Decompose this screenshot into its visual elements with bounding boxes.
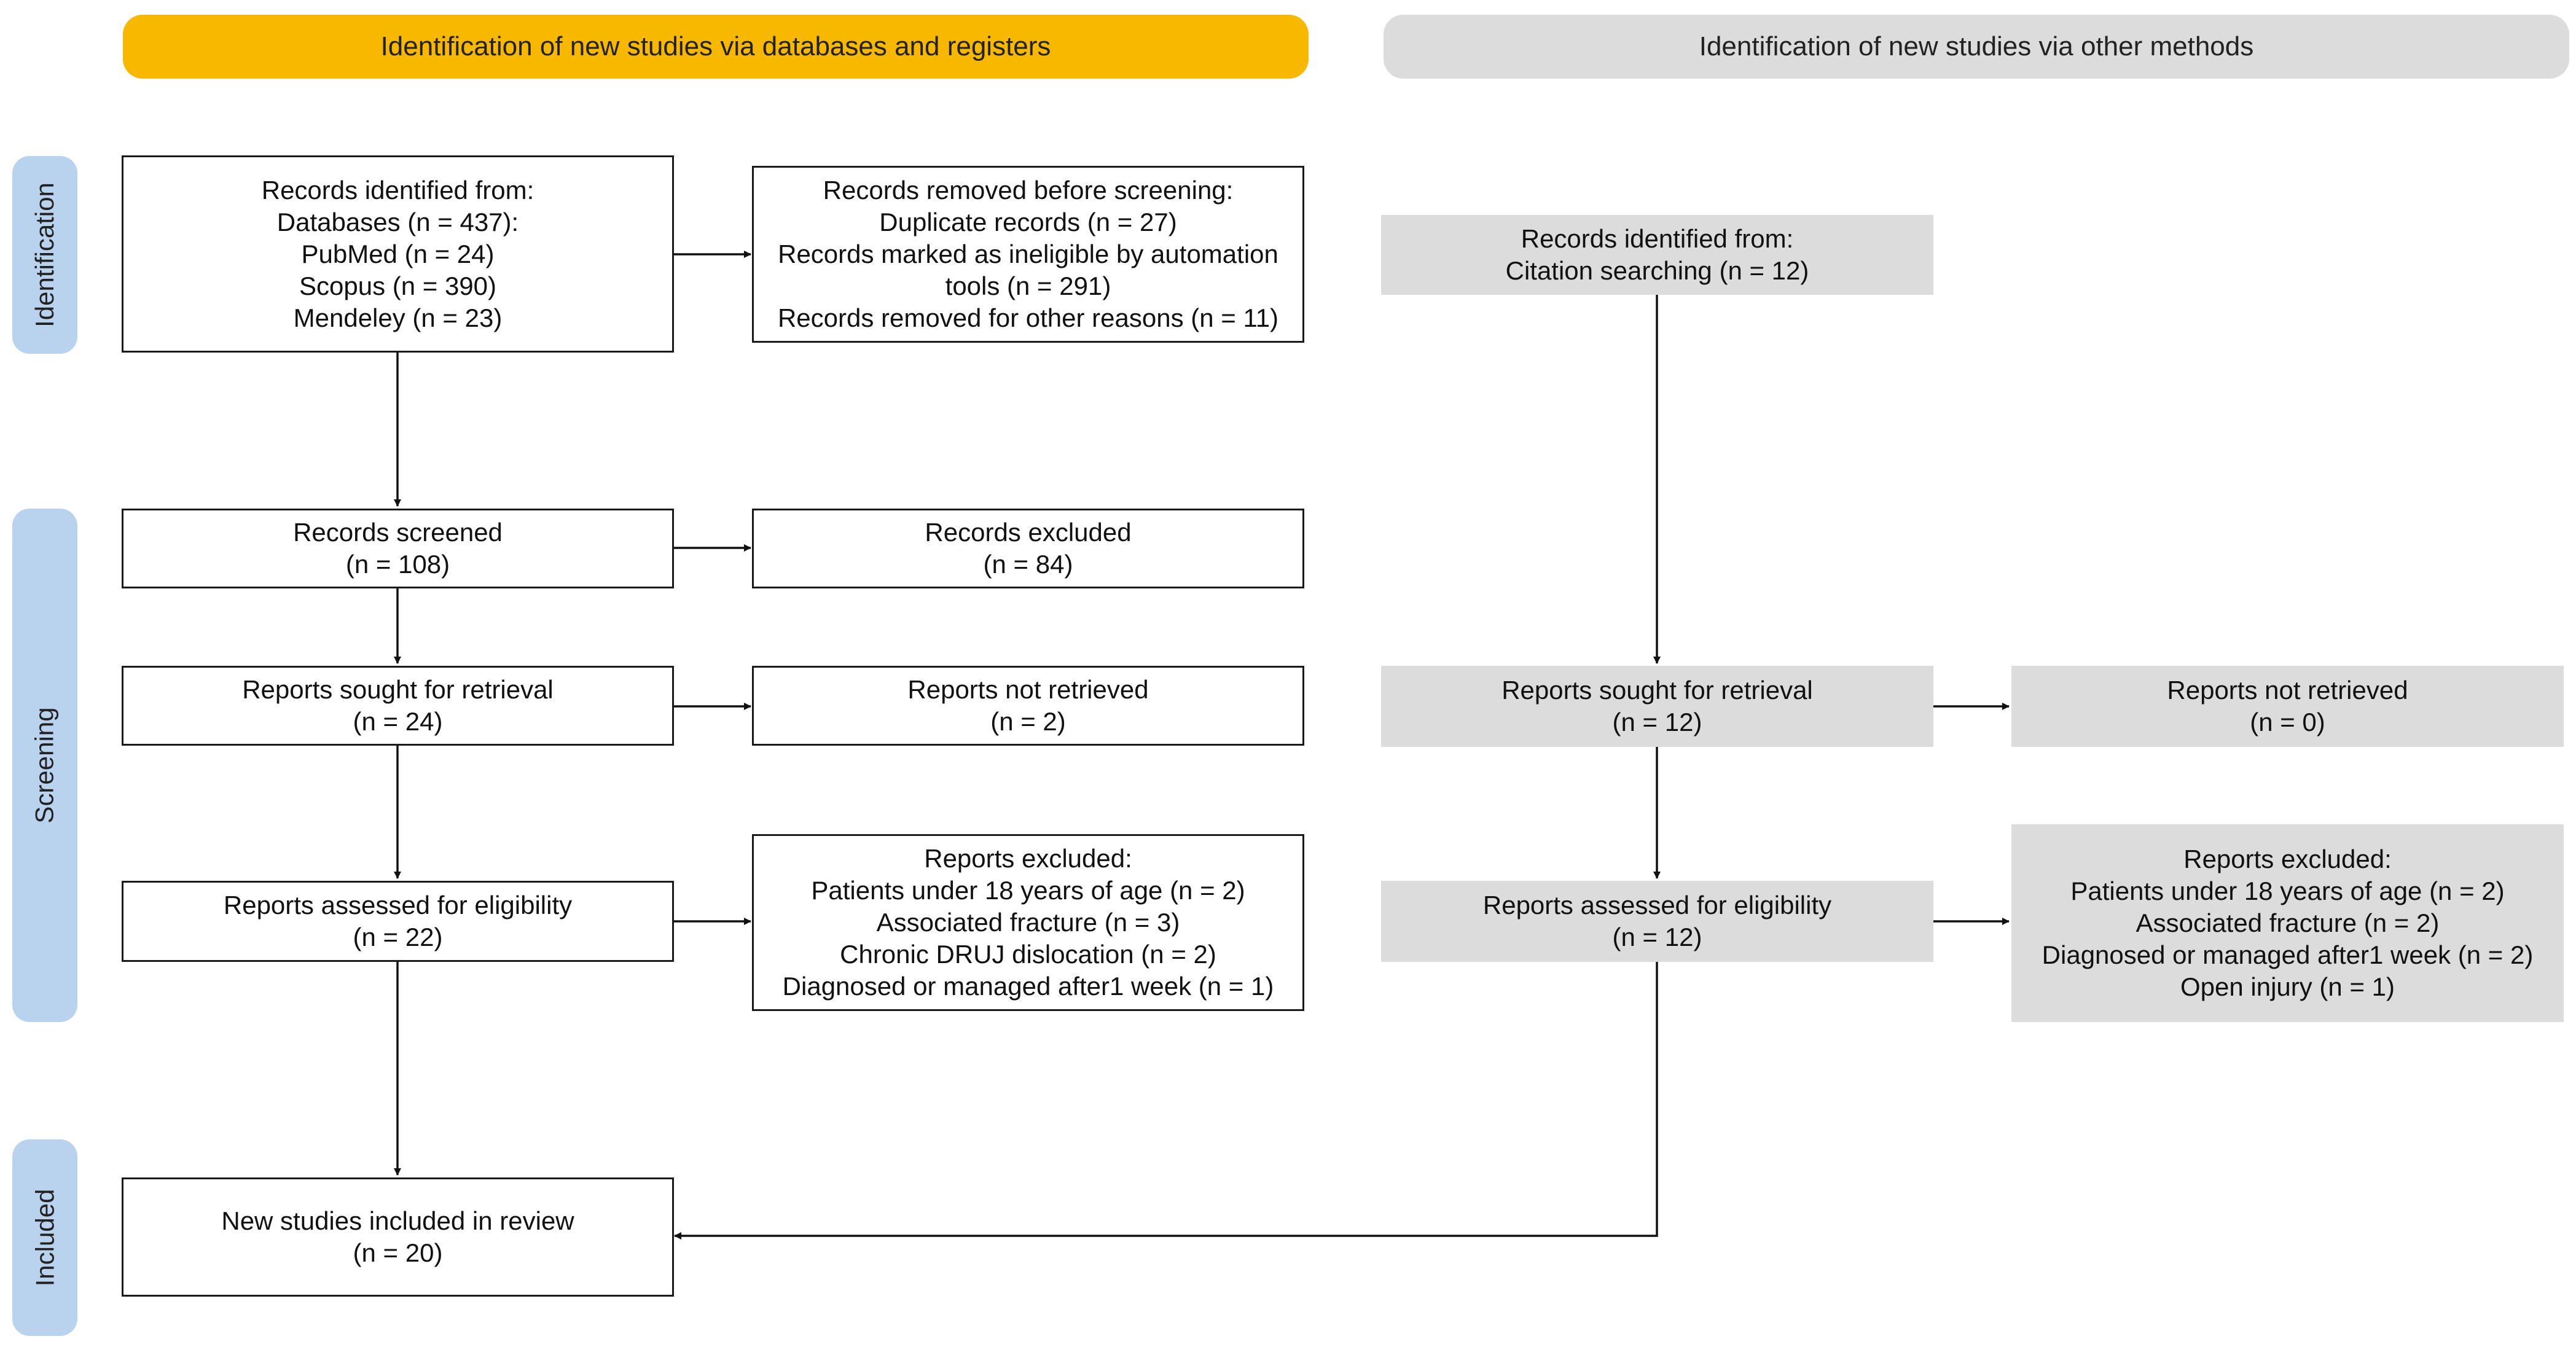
reports-sought-count: (n = 24) xyxy=(353,707,443,736)
studies-included-label: New studies included in review xyxy=(221,1206,574,1235)
banner-databases: Identification of new studies via databa… xyxy=(123,15,1309,79)
records-identified-line: Databases (n = 437): xyxy=(276,207,519,236)
records-removed-line: Duplicate records (n = 27) xyxy=(879,208,1177,236)
reports-excluded-line: Reports excluded: xyxy=(924,844,1132,873)
reports-assessed-count: (n = 22) xyxy=(353,923,443,951)
reports-sought-label: Reports sought for retrieval xyxy=(242,675,554,704)
phase-included: Included xyxy=(12,1139,77,1336)
reports-excluded-line: Diagnosed or managed after1 week (n = 1) xyxy=(782,972,1274,1001)
right-records-identified-label: Records identified from: xyxy=(1521,224,1794,253)
reports-sought-box: Reports sought for retrieval (n = 24) xyxy=(122,666,674,746)
reports-not-retrieved-count: (n = 2) xyxy=(990,707,1066,736)
right-reports-excluded-line: Patients under 18 years of age (n = 2) xyxy=(2070,877,2505,905)
right-reports-sought-box: Reports sought for retrieval (n = 12) xyxy=(1381,666,1933,747)
studies-included-count: (n = 20) xyxy=(353,1238,443,1267)
records-removed-line: Records removed for other reasons (n = 1… xyxy=(777,303,1279,332)
phase-identification-label: Identification xyxy=(30,182,60,327)
records-identified-box: Records identified from: Databases (n = … xyxy=(122,155,674,353)
right-records-identified-box: Records identified from: Citation search… xyxy=(1381,215,1933,295)
records-removed-line: Records marked as ineligible by automati… xyxy=(778,240,1278,268)
records-excluded-label: Records excluded xyxy=(925,518,1132,547)
banner-other-methods-label: Identification of new studies via other … xyxy=(1699,31,2254,61)
right-reports-assessed-label: Reports assessed for eligibility xyxy=(1482,891,1832,919)
right-records-identified-count: Citation searching (n = 12) xyxy=(1505,256,1809,285)
right-reports-excluded-line: Reports excluded: xyxy=(2183,845,2392,873)
right-reports-not-retrieved-box: Reports not retrieved (n = 0) xyxy=(2011,666,2564,747)
banner-databases-label: Identification of new studies via databa… xyxy=(380,31,1051,61)
reports-assessed-label: Reports assessed for eligibility xyxy=(223,891,573,919)
records-identified-line: Mendeley (n = 23) xyxy=(293,303,503,332)
phase-screening: Screening xyxy=(12,509,77,1022)
records-removed-box: Records removed before screening: Duplic… xyxy=(752,166,1304,343)
phase-screening-label: Screening xyxy=(30,707,59,824)
records-screened-label: Records screened xyxy=(293,518,503,547)
records-identified-line: Scopus (n = 390) xyxy=(299,271,497,300)
right-reports-not-retrieved-label: Reports not retrieved xyxy=(2167,676,2408,705)
reports-not-retrieved-label: Reports not retrieved xyxy=(907,675,1149,704)
studies-included-box: New studies included in review (n = 20) xyxy=(122,1177,674,1297)
right-reports-excluded-box: Reports excluded: Patients under 18 year… xyxy=(2011,824,2564,1022)
right-reports-sought-count: (n = 12) xyxy=(1612,708,1702,736)
reports-excluded-line: Chronic DRUJ dislocation (n = 2) xyxy=(840,940,1216,969)
right-reports-sought-label: Reports sought for retrieval xyxy=(1501,676,1813,705)
reports-excluded-box: Reports excluded: Patients under 18 year… xyxy=(752,834,1304,1011)
records-identified-line: PubMed (n = 24) xyxy=(301,239,495,268)
phase-identification: Identification xyxy=(12,156,77,354)
records-screened-count: (n = 108) xyxy=(345,550,450,579)
reports-assessed-box: Reports assessed for eligibility (n = 22… xyxy=(122,881,674,962)
reports-excluded-line: Patients under 18 years of age (n = 2) xyxy=(811,876,1245,905)
records-excluded-count: (n = 84) xyxy=(983,550,1073,579)
records-screened-box: Records screened (n = 108) xyxy=(122,509,674,588)
banner-other-methods: Identification of new studies via other … xyxy=(1384,15,2569,79)
phase-included-label: Included xyxy=(30,1189,60,1287)
right-reports-excluded-line: Diagnosed or managed after1 week (n = 2) xyxy=(2042,940,2534,969)
right-reports-assessed-count: (n = 12) xyxy=(1612,923,1702,951)
right-reports-excluded-line: Associated fracture (n = 2) xyxy=(2136,908,2440,937)
right-reports-not-retrieved-count: (n = 0) xyxy=(2250,708,2325,736)
reports-excluded-line: Associated fracture (n = 3) xyxy=(876,908,1180,937)
right-reports-excluded-line: Open injury (n = 1) xyxy=(2180,972,2395,1001)
records-removed-line: Records removed before screening: xyxy=(823,176,1234,205)
records-removed-line: tools (n = 291) xyxy=(945,271,1111,300)
reports-not-retrieved-box: Reports not retrieved (n = 2) xyxy=(752,666,1304,746)
records-excluded-box: Records excluded (n = 84) xyxy=(752,509,1304,588)
records-identified-line: Records identified from: xyxy=(261,175,534,205)
right-reports-assessed-box: Reports assessed for eligibility (n = 12… xyxy=(1381,881,1933,962)
